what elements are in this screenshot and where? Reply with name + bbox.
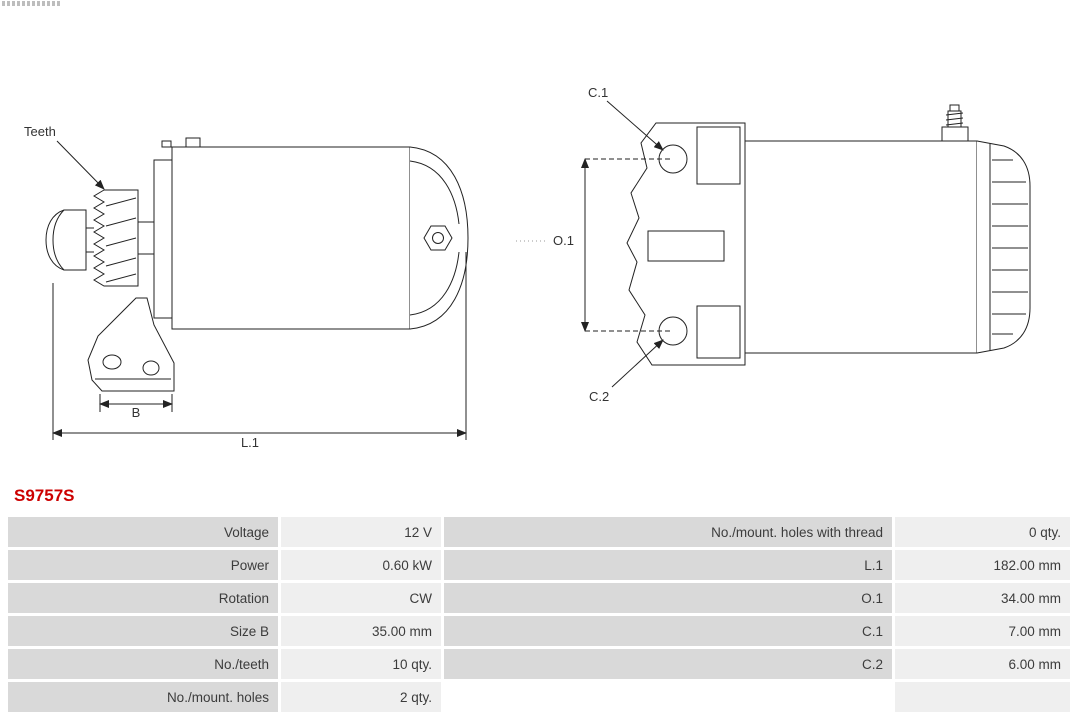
spec-label-cell: C.1 (444, 616, 892, 646)
spec-value-cell-empty (895, 682, 1070, 712)
page-corner-artifact (2, 1, 60, 6)
label-dim-c2: C.2 (589, 389, 609, 404)
label-teeth: Teeth (24, 124, 56, 139)
spec-value-cell: 7.00 mm (895, 616, 1070, 646)
spec-label-cell: Rotation (8, 583, 278, 613)
label-dim-l1: L.1 (241, 435, 259, 450)
spec-label-cell: No./mount. holes (8, 682, 278, 712)
spec-value-cell: 2 qty. (281, 682, 441, 712)
spec-value-cell: 182.00 mm (895, 550, 1070, 580)
spec-label-cell: Power (8, 550, 278, 580)
spec-row: No./teeth 10 qty. C.2 6.00 mm (8, 649, 1070, 679)
drawing-flange-view (626, 104, 1031, 366)
spec-row: Rotation CW O.1 34.00 mm (8, 583, 1070, 613)
label-dim-o1: O.1 (553, 233, 574, 248)
part-number: S9757S (14, 486, 75, 505)
spec-value-cell: 12 V (281, 517, 441, 547)
spec-value-cell: 10 qty. (281, 649, 441, 679)
left-dimension-lines (52, 140, 467, 440)
spec-row: Voltage 12 V No./mount. holes with threa… (8, 517, 1070, 547)
spec-value-cell: 6.00 mm (895, 649, 1070, 679)
label-dim-c1: C.1 (588, 85, 608, 100)
spec-value-cell: CW (281, 583, 441, 613)
spec-value-cell: 34.00 mm (895, 583, 1070, 613)
spec-label-cell: C.2 (444, 649, 892, 679)
spec-value-cell: 0 qty. (895, 517, 1070, 547)
spec-value-cell: 35.00 mm (281, 616, 441, 646)
spec-row: No./mount. holes 2 qty. (8, 682, 1070, 712)
spec-row: Power 0.60 kW L.1 182.00 mm (8, 550, 1070, 580)
technical-drawings: Teeth B L.1 C.1 C.2 O.1 (24, 85, 1031, 450)
spec-label-cell-empty (444, 682, 892, 712)
spec-label-cell: Size B (8, 616, 278, 646)
label-dim-b: B (132, 405, 141, 420)
drawing-side-view (45, 137, 469, 392)
spec-label-cell: No./teeth (8, 649, 278, 679)
spec-label-cell: Voltage (8, 517, 278, 547)
spec-label-cell: No./mount. holes with thread (444, 517, 892, 547)
spec-label-cell: L.1 (444, 550, 892, 580)
spec-label-cell: O.1 (444, 583, 892, 613)
right-dimension-lines (516, 100, 672, 388)
spec-row: Size B 35.00 mm C.1 7.00 mm (8, 616, 1070, 646)
spec-value-cell: 0.60 kW (281, 550, 441, 580)
spec-table: Voltage 12 V No./mount. holes with threa… (5, 514, 1073, 715)
